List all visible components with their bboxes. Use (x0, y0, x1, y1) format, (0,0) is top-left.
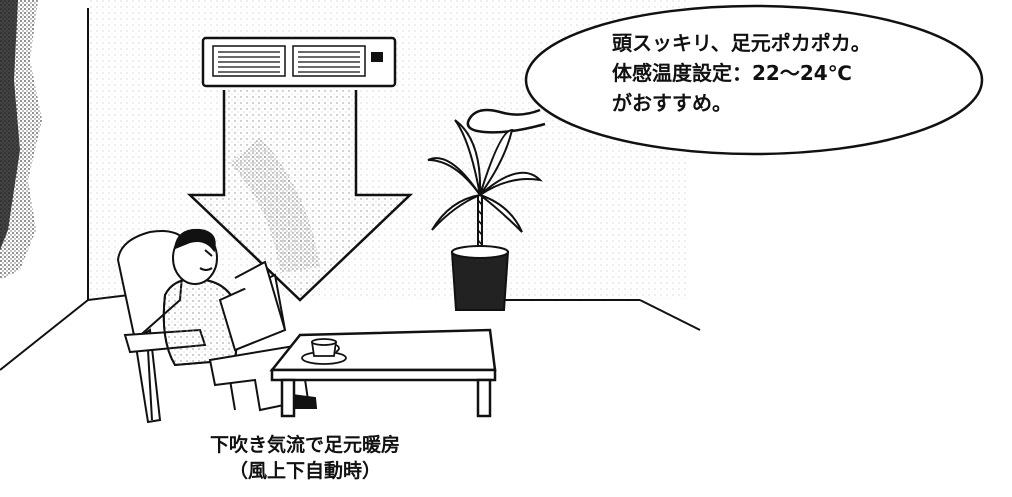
bubble-line-2: 体感温度設定：22〜24℃ (612, 61, 852, 85)
speech-bubble (466, 4, 984, 156)
caption-line-1: 下吹き気流で足元暖房 (209, 434, 400, 456)
armchair (116, 230, 236, 424)
airflow-caption: 下吹き気流で足元暖房 （風上下自動時） (160, 432, 450, 484)
air-conditioner (201, 36, 397, 88)
caption-line-2: （風上下自動時） (228, 460, 381, 482)
tea-cup (301, 338, 347, 365)
left-wall-shadow (0, 0, 42, 280)
airflow-arrow (186, 90, 414, 302)
bubble-line-3: がおすすめ。 (612, 91, 732, 115)
speech-bubble-text: 頭スッキリ、足元ポカポカ。 体感温度設定：22〜24℃ がおすすめ。 (612, 28, 871, 118)
potted-plant (427, 119, 543, 311)
bubble-line-1: 頭スッキリ、足元ポカポカ。 (612, 31, 871, 55)
